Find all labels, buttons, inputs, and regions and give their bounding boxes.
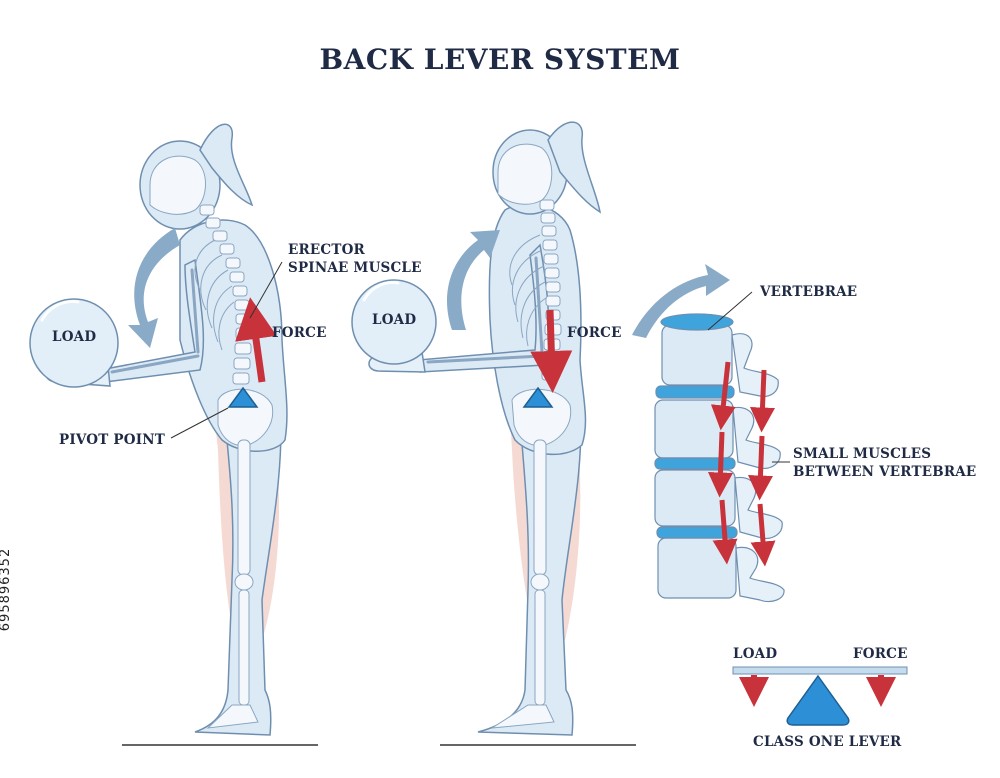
small-muscle-arrows: [707, 361, 776, 567]
middle-leg-bones: [491, 439, 555, 729]
left-ribcage: [194, 239, 235, 351]
middle-arm-bones: [426, 256, 544, 364]
middle-legs: [477, 398, 582, 736]
left-muscle-label-line2: SPINAE MUSCLE: [288, 260, 422, 276]
left-rotation-arrow: [128, 228, 180, 348]
small-muscles-label-line1: SMALL MUSCLES: [793, 446, 932, 462]
left-pivot-leader: [170, 407, 229, 439]
left-leg-bones: [206, 439, 259, 729]
vertebrae-leader: [707, 291, 753, 331]
middle-rotation-arrow: [447, 230, 500, 330]
middle-ponytail: [547, 121, 602, 214]
left-pivot-label: PIVOT POINT: [59, 432, 166, 448]
middle-force-label: FORCE: [567, 325, 622, 341]
middle-load-ball: [351, 279, 437, 365]
lever-beam: [732, 666, 908, 675]
page-title: BACK LEVER SYSTEM: [319, 43, 681, 76]
left-load-label: LOAD: [52, 329, 97, 345]
lever-fulcrum: [786, 674, 850, 726]
left-load-ball: [29, 298, 119, 388]
lever-caption: CLASS ONE LEVER: [753, 734, 902, 750]
middle-force-arrow: [530, 309, 573, 393]
lever-diagram: [732, 666, 908, 726]
spine-detail: [632, 264, 790, 603]
middle-pivot-triangle: [522, 386, 554, 408]
left-figure: [29, 123, 318, 746]
left-skull: [149, 155, 206, 215]
small-muscles-label-line2: BETWEEN VERTEBRAE: [793, 464, 977, 480]
middle-figure: [351, 121, 636, 746]
stock-id-watermark: 695896352: [0, 547, 14, 632]
middle-skull: [497, 143, 553, 205]
left-force-arrow: [235, 297, 277, 383]
left-force-label: FORCE: [272, 325, 327, 341]
middle-load-label: LOAD: [372, 312, 417, 328]
lever-force-label: FORCE: [853, 646, 908, 662]
left-muscle-label-line1: ERECTOR: [288, 242, 365, 258]
vertebrae-label: VERTEBRAE: [760, 284, 858, 300]
left-ponytail: [199, 123, 254, 207]
spine-rotation-arrow: [632, 264, 730, 338]
lever-load-label: LOAD: [733, 646, 778, 662]
left-pivot-triangle: [227, 386, 259, 408]
left-muscle-leader: [249, 261, 283, 319]
left-arm-bones: [110, 268, 200, 374]
